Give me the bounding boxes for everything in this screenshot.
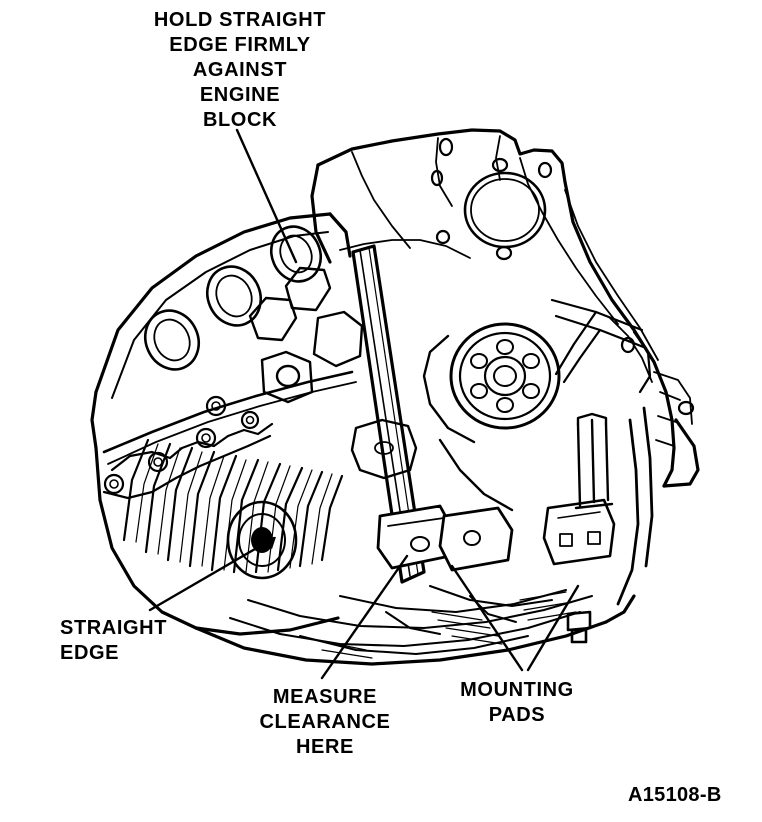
leader-lines <box>148 128 580 680</box>
bell-housing-ribs <box>550 298 652 394</box>
block-fin-shadows <box>135 443 333 573</box>
oil-pan <box>194 594 636 666</box>
block-upper-rail <box>102 370 354 454</box>
oil-pan-ribs <box>229 585 593 655</box>
mounting-pad-far-right <box>542 498 616 566</box>
exhaust-port-bosses <box>143 225 323 371</box>
bell-housing-bore <box>463 171 547 249</box>
callout-hold-straight-edge: HOLD STRAIGHT EDGE FIRMLY AGAINST ENGINE… <box>153 9 327 131</box>
block-fins <box>122 438 344 574</box>
flywheel-pulley-inner <box>458 331 552 421</box>
figure-code-label: A15108-B <box>628 784 722 806</box>
block-upper-rail-inner <box>107 381 357 465</box>
mounting-pad-right <box>438 506 514 572</box>
leader-hold-straight-edge <box>235 128 298 264</box>
bell-housing-detail <box>339 135 659 383</box>
timing-cover <box>350 418 418 480</box>
callout-mounting-pads: MOUNTING PADS <box>460 679 574 726</box>
leader-mounting-pads-right <box>526 584 580 672</box>
cylinder-head-deck <box>90 212 352 450</box>
callout-measure-clearance-here: MEASURE CLEARANCE HERE <box>259 686 391 758</box>
flywheel-bolt-holes <box>470 339 540 413</box>
flywheel-pulley <box>449 322 561 430</box>
leader-measure-clearance <box>320 554 409 680</box>
bell-housing-bolt-holes <box>430 137 695 416</box>
right-wall-detail <box>653 371 693 447</box>
leader-straight-edge <box>148 536 276 612</box>
leader-mounting-pads-left <box>450 564 524 672</box>
flywheel-housing-arc <box>422 334 514 512</box>
leader-arrowheads <box>260 537 276 549</box>
oil-drain-bolt <box>566 610 592 644</box>
right-side-wall <box>616 406 654 606</box>
head-bolt-eyes <box>102 395 274 500</box>
block-side-wall <box>94 446 340 636</box>
dipstick-tube <box>574 412 614 510</box>
callout-straight-edge: STRAIGHT EDGE <box>60 617 168 664</box>
